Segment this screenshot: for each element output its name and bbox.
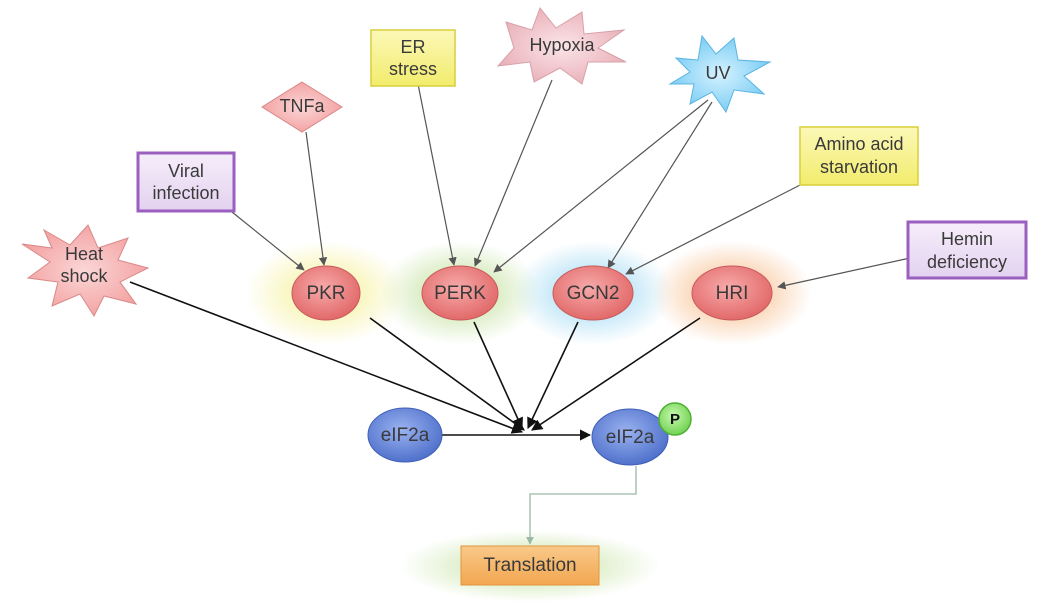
edge-er-to-perk	[417, 83, 457, 266]
tnfa-label: TNFa	[280, 96, 326, 116]
eif2a-phospho-node: eIF2a P	[591, 402, 692, 466]
edge-pkr-to-reaction	[369, 317, 525, 431]
gcn2-node: GCN2	[552, 265, 634, 321]
perk-node: PERK	[421, 265, 499, 321]
hypoxia-node: Hypoxia	[496, 6, 627, 85]
hypoxia-star	[496, 6, 627, 85]
er-stress-line2: stress	[389, 59, 437, 79]
phospho-label: P	[670, 411, 680, 428]
edge-perk-to-reaction	[473, 321, 523, 430]
pkr-label: PKR	[306, 283, 345, 304]
perk-label: PERK	[434, 283, 486, 304]
pkr-node: PKR	[291, 265, 361, 321]
edge-gcn2-to-reaction	[527, 321, 579, 430]
uv-star	[668, 34, 772, 114]
edge-hypoxia-to-perk	[474, 79, 553, 267]
eif2a-label: eIF2a	[381, 425, 430, 446]
phospho-badge	[658, 402, 692, 436]
viral-infection-node: Viral infection	[136, 151, 236, 213]
hemin-line2: deficiency	[927, 252, 1007, 272]
eif2a-node: eIF2a	[367, 407, 443, 463]
translation-node: Translation	[460, 545, 600, 586]
amino-acid-starvation-node: Amino acid starvation	[799, 126, 919, 186]
edge-aa-to-gcn2	[625, 181, 807, 275]
heat-shock-node: Heat shock	[21, 224, 150, 318]
edge-uv-to-perk	[493, 99, 709, 273]
edge-phospho-to-translation	[526, 466, 637, 545]
edge-hri-to-reaction	[531, 317, 701, 431]
aa-line2: starvation	[820, 157, 898, 177]
tnfa-node: TNFa	[261, 81, 343, 133]
viral-infection-line2: infection	[152, 183, 219, 203]
aa-line1: Amino acid	[814, 134, 903, 154]
translation-label: Translation	[483, 555, 576, 576]
hemin-line1: Hemin	[941, 229, 993, 249]
edge-viral-to-pkr	[231, 211, 305, 271]
eif2a-phospho-label: eIF2a	[606, 427, 655, 448]
hri-label: HRI	[716, 283, 749, 304]
heat-shock-line2: shock	[60, 266, 108, 286]
gcn2-label: GCN2	[567, 283, 620, 304]
uv-node: UV	[668, 34, 772, 114]
hypoxia-label: Hypoxia	[529, 35, 595, 55]
uv-label: UV	[705, 63, 730, 83]
viral-infection-line1: Viral	[168, 161, 204, 181]
heat-shock-star	[21, 224, 150, 318]
er-stress-line1: ER	[400, 37, 425, 57]
edge-tnfa-to-pkr	[305, 131, 328, 266]
heat-shock-line1: Heat	[65, 244, 103, 264]
edge-heat-to-reaction	[129, 281, 524, 434]
hemin-deficiency-node: Hemin deficiency	[906, 220, 1028, 280]
edge-uv-to-gcn2	[607, 101, 713, 269]
edge-hemin-to-hri	[777, 257, 911, 290]
hri-node: HRI	[691, 265, 773, 321]
er-stress-node: ER stress	[370, 29, 456, 87]
